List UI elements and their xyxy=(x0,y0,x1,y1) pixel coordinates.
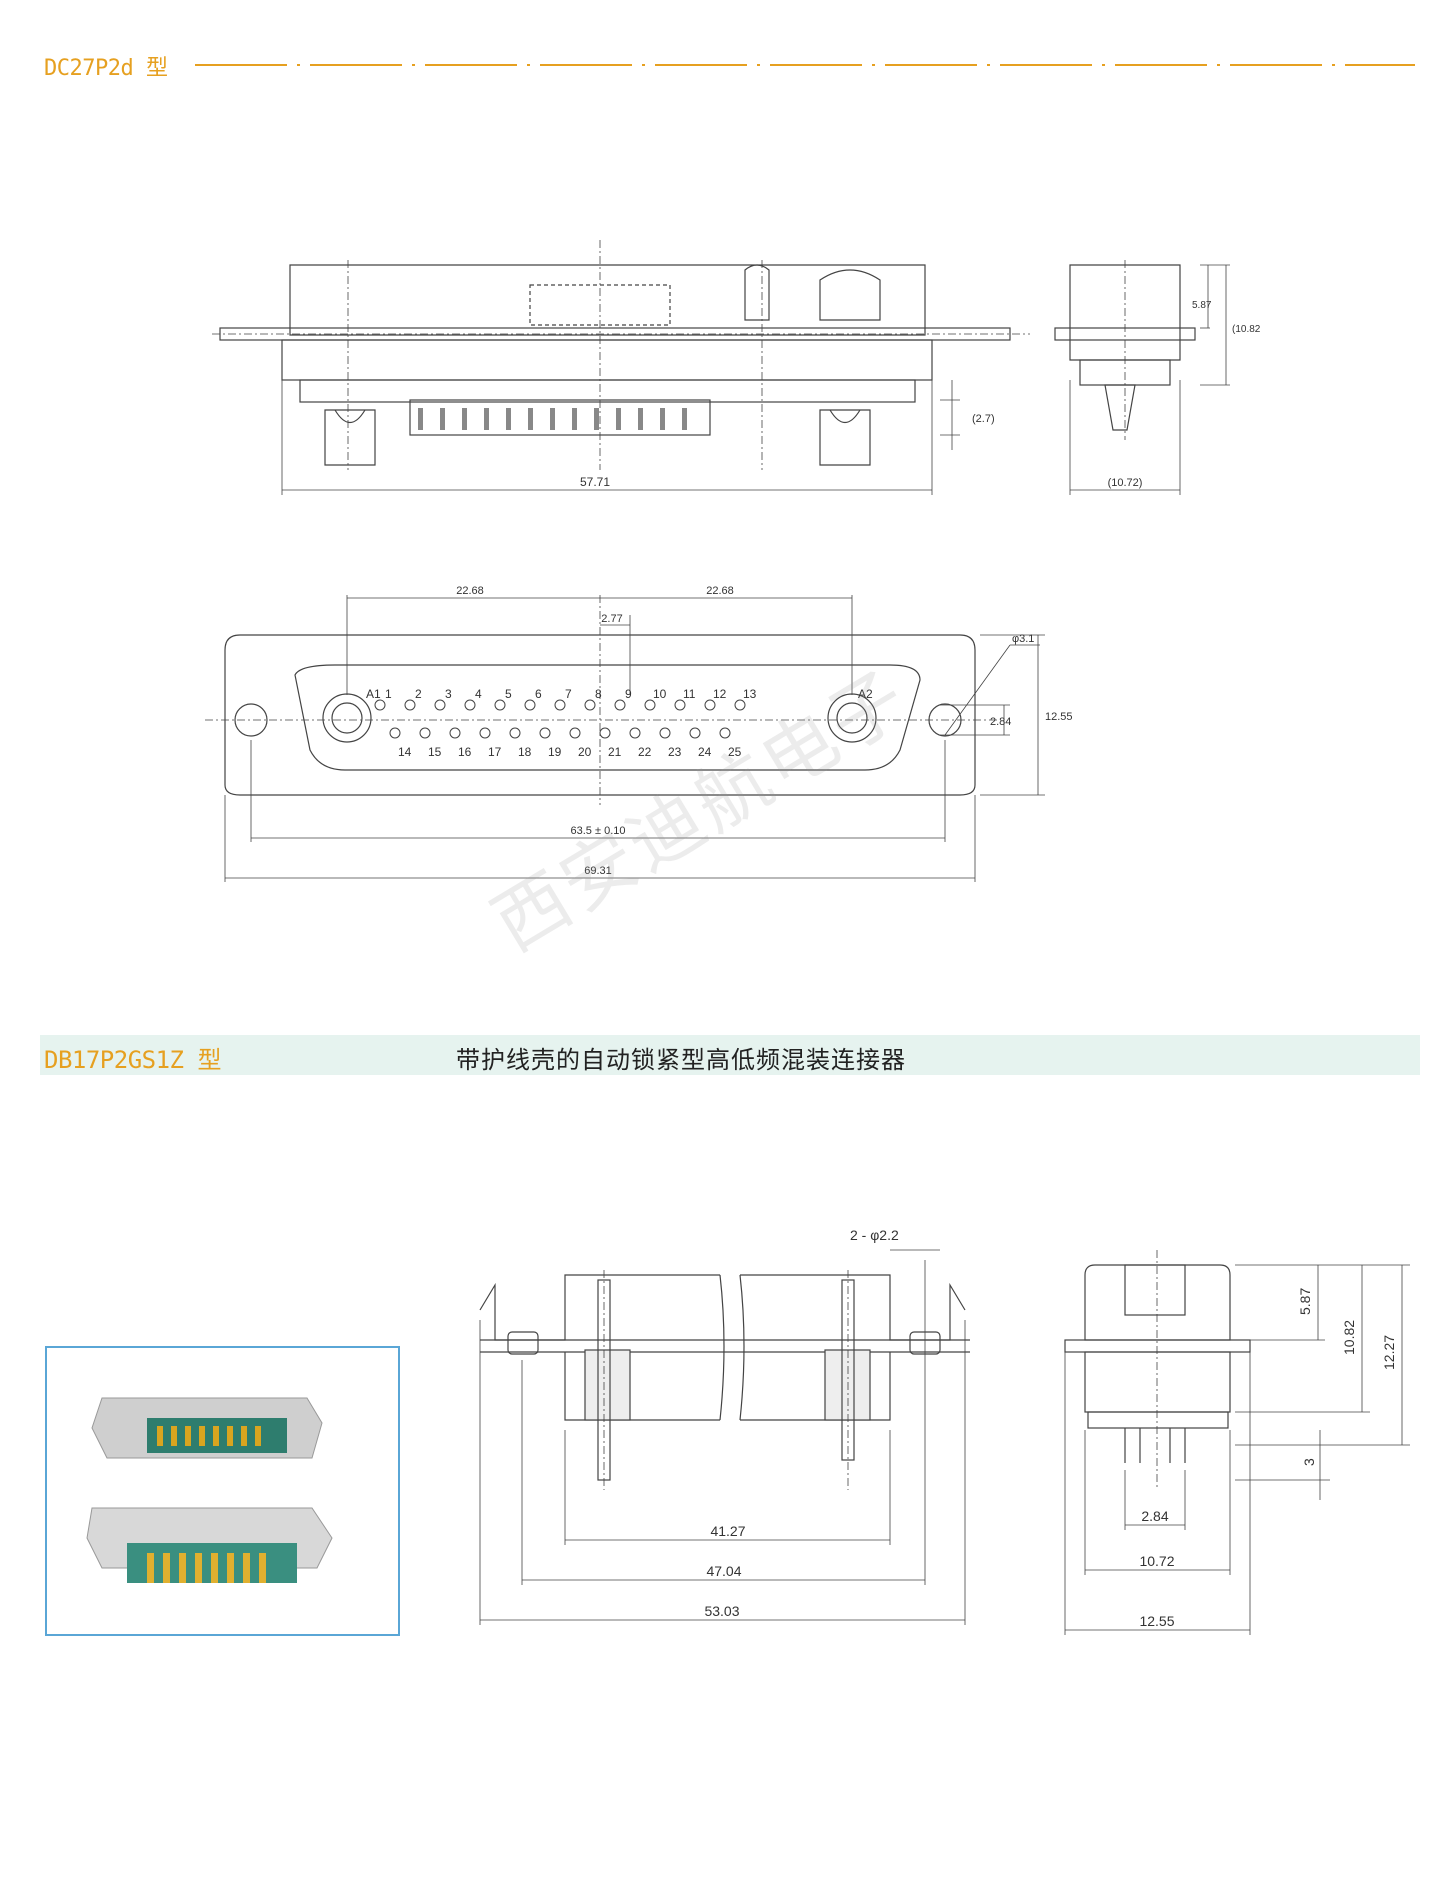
product-description: 带护线壳的自动锁紧型高低频混装连接器 xyxy=(456,1046,906,1074)
model-title-1: DC27P2d 型 xyxy=(44,56,168,81)
pin-label: 25 xyxy=(728,745,742,759)
pin-label: 11 xyxy=(683,687,696,701)
section-band xyxy=(40,1035,1420,1075)
dim-hole-count: 2 - φ2.2 xyxy=(850,1227,899,1243)
product-photo xyxy=(45,1346,400,1636)
pin-label: 20 xyxy=(578,745,592,759)
pin-label: 14 xyxy=(398,745,412,759)
pin-label: 3 xyxy=(445,687,452,701)
dim-side-depth: (10.72) xyxy=(1108,477,1143,489)
pin-label: 21 xyxy=(608,745,622,759)
drawing-section-view: 2 - φ2.2 41.27 47.04 53.03 xyxy=(479,1227,970,1625)
pin-label: 6 xyxy=(535,687,542,701)
dim-width-4704: 47.04 xyxy=(706,1563,741,1579)
dim-width-4127: 41.27 xyxy=(710,1523,745,1539)
dim-flange-height: 12.55 xyxy=(1045,711,1073,723)
pin-label: 1 xyxy=(385,687,392,701)
pin-label: 17 xyxy=(488,745,502,759)
dim-half-right: 22.68 xyxy=(706,585,734,597)
dim-pin-length: (2.7) xyxy=(972,413,995,425)
dim-row-gap: 2.84 xyxy=(990,716,1011,728)
pin-label: 8 xyxy=(595,687,602,701)
pin-label: 2 xyxy=(415,687,422,701)
pin-label: 5 xyxy=(505,687,512,701)
dim-height-587: 5.87 xyxy=(1297,1288,1313,1315)
drawing-front-side-view: 57.71 (2.7) (10.72) 5.87 (10.82) xyxy=(212,240,1260,495)
dim-width-284: 2.84 xyxy=(1141,1508,1168,1524)
pin-label: 12 xyxy=(713,687,727,701)
dim-side-height-a: 5.87 xyxy=(1192,300,1212,311)
header-dashed-rule xyxy=(195,64,1415,66)
pin-label: 16 xyxy=(458,745,472,759)
coax-label-a2: A2 xyxy=(858,687,873,701)
connector-photo-illustration xyxy=(86,1397,333,1583)
dim-width-1255: 12.55 xyxy=(1139,1613,1174,1629)
pin-label: 24 xyxy=(698,745,712,759)
pin-label: 23 xyxy=(668,745,682,759)
pin-label: 9 xyxy=(625,687,632,701)
pin-label: 15 xyxy=(428,745,442,759)
dim-overall-width: 57.71 xyxy=(580,475,610,489)
dim-hole-dia: φ3.1 xyxy=(1012,633,1034,645)
dim-width-1072: 10.72 xyxy=(1139,1553,1174,1569)
pin-label: 13 xyxy=(743,687,757,701)
dim-mount-spacing: 63.5 ± 0.10 xyxy=(571,825,626,837)
model-title-2: DB17P2GS1Z 型 xyxy=(44,1046,221,1074)
pin-label: 19 xyxy=(548,745,562,759)
pin-label: 7 xyxy=(565,687,572,701)
drawing-side-view-2: 5.87 10.82 12.27 3 2.84 10.72 12.55 xyxy=(1064,1250,1410,1635)
dim-pitch: 2.77 xyxy=(601,613,622,625)
dim-width-5303: 53.03 xyxy=(704,1603,739,1619)
dim-height-3: 3 xyxy=(1301,1458,1317,1466)
drawing-face-view: 1 2 3 4 5 6 7 8 9 10 11 12 13 14 15 16 1… xyxy=(205,585,1073,882)
dim-height-1227: 12.27 xyxy=(1381,1335,1397,1370)
pin-label: 18 xyxy=(518,745,532,759)
pin-label: 10 xyxy=(653,687,667,701)
dim-half-left: 22.68 xyxy=(456,585,484,597)
pin-label: 22 xyxy=(638,745,652,759)
dim-side-height-b: (10.82) xyxy=(1232,324,1260,335)
dim-flange-width: 69.31 xyxy=(584,865,612,877)
pin-label: 4 xyxy=(475,687,482,701)
coax-label-a1: A1 xyxy=(366,687,381,701)
dim-height-1082: 10.82 xyxy=(1341,1320,1357,1355)
